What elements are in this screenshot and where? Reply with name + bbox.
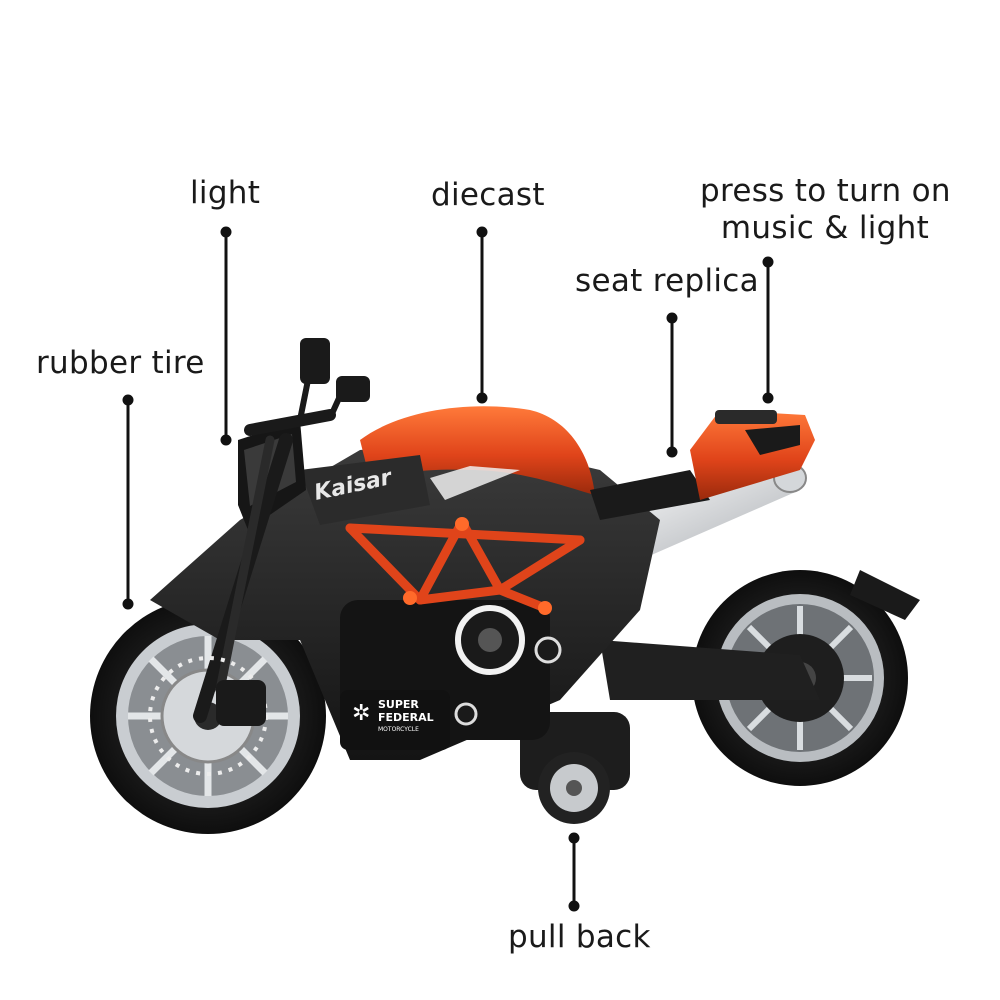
brake-disc	[148, 656, 268, 776]
federal-logo: ✲ SUPER FEDERAL MOTORCYCLE	[352, 698, 434, 733]
diecast-leader	[476, 226, 488, 404]
rubber-tire-leader	[122, 394, 134, 610]
pull-back-wheel	[520, 712, 630, 824]
swingarm	[600, 570, 920, 700]
diecast-label: diecast	[431, 177, 545, 213]
seat-and-tail	[590, 410, 815, 520]
press-label-line-2: music & light	[720, 210, 930, 246]
motorcycle-body	[150, 440, 660, 760]
light-leader	[220, 226, 232, 446]
logo-line-3: MOTORCYCLE	[378, 726, 419, 733]
logo-line-2: FEDERAL	[378, 711, 434, 724]
front-wheel	[90, 598, 326, 834]
light-label: light	[190, 175, 261, 211]
logo-line-1: SUPER	[378, 698, 419, 711]
press-button-leader	[762, 256, 774, 404]
seat-leader	[666, 312, 678, 458]
front-fork	[193, 433, 293, 723]
handlebars-and-mirrors	[244, 338, 370, 436]
callout-leader-lines	[122, 226, 774, 912]
pull-back-label: pull back	[508, 919, 651, 955]
fuel-tank	[300, 406, 595, 525]
pull-back-leader	[568, 832, 580, 912]
press-label-line-1: press to turn on	[700, 173, 951, 209]
svg-text:✲: ✲	[352, 701, 370, 726]
seat-replica-label: seat replica	[575, 263, 759, 299]
rubber-tire-label: rubber tire	[36, 345, 205, 381]
